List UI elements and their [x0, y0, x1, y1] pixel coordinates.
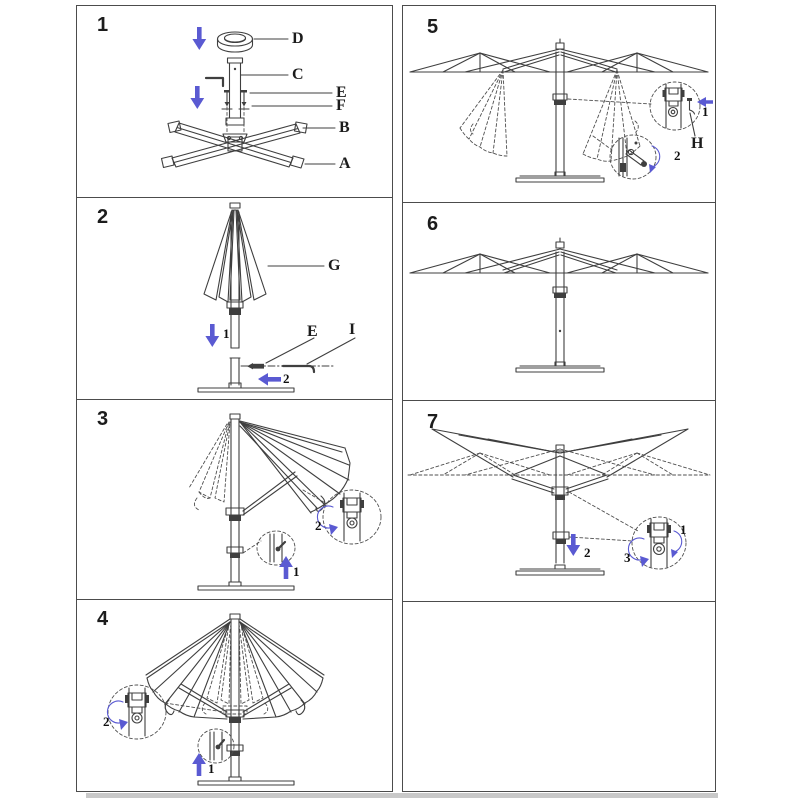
cross-base-part [160, 120, 308, 169]
rotate-arrow-icon [316, 505, 338, 535]
step-order-1: 1 [208, 761, 215, 776]
step-2-drawing [197, 202, 356, 393]
step-number: 5 [427, 16, 439, 38]
ghost-closed-canopy [188, 421, 231, 511]
step-7-panel: 7 [403, 401, 715, 602]
step-order-2: 2 [103, 714, 110, 729]
part-label-c: C [292, 66, 304, 83]
left-column: 1 [76, 5, 393, 792]
left-arrow-icon [697, 97, 713, 107]
step-number: 4 [97, 608, 109, 630]
rotate-arrow-icon [106, 700, 128, 730]
callout-circle-pin [649, 81, 701, 131]
step-6-panel: 6 [403, 203, 715, 401]
step-number: 2 [97, 206, 109, 228]
step-6-drawing [409, 237, 709, 373]
down-arrow-icon [205, 324, 220, 347]
ghost-flat-canopy [407, 448, 711, 476]
part-label-d: D [292, 30, 304, 47]
base-part [515, 564, 605, 576]
step-number: 7 [427, 411, 439, 433]
closed-canopy-part [203, 202, 267, 315]
step-order-2: 2 [584, 545, 591, 560]
step-order-1: 1 [223, 326, 230, 341]
step-5-drawing [409, 38, 713, 183]
base-part [197, 776, 295, 786]
open-canopy-tops [409, 248, 709, 274]
ring-weight-part [216, 31, 254, 53]
open-canopy-tops [409, 48, 709, 73]
part-label-e: E [336, 84, 347, 101]
ghost-folding-canopies [459, 69, 641, 162]
page-shadow [86, 793, 718, 798]
down-arrow-icon [192, 27, 207, 50]
step-number: 3 [97, 408, 109, 430]
step-order-2: 2 [283, 371, 290, 386]
callout-circle-latch [322, 489, 382, 545]
down-arrow-icon [190, 86, 205, 109]
part-label-f: F [336, 97, 346, 114]
ghost-closed-canopy [201, 623, 269, 715]
open-canopy-right [239, 420, 351, 514]
base-part [515, 361, 605, 373]
rotate-arrow-icon [671, 530, 683, 558]
base-part [515, 171, 605, 183]
step-1-panel: 1 [77, 6, 392, 198]
step-3-panel: 3 [77, 400, 392, 600]
allen-key-icon [204, 76, 225, 88]
callout-circle-latch [107, 684, 167, 740]
left-arrow-icon [258, 373, 281, 386]
step-7-drawing [407, 428, 711, 576]
part-label-h: H [691, 135, 704, 152]
bolt-parts [224, 90, 247, 107]
tilted-canopy-right [559, 428, 689, 494]
part-label-b: B [339, 119, 350, 136]
open-canopy-right [239, 618, 325, 720]
rotate-arrow-icon [627, 537, 649, 567]
part-label-e: E [307, 323, 318, 340]
down-arrow-icon [566, 534, 581, 556]
right-column: 5 [402, 5, 716, 792]
step-order-3: 3 [624, 550, 631, 565]
step-number: 6 [427, 213, 439, 235]
rotate-arrow-icon [649, 145, 661, 173]
empty-panel [403, 602, 715, 791]
up-arrow-icon [279, 556, 293, 579]
step-number: 1 [97, 14, 109, 36]
step-order-1: 1 [702, 104, 709, 119]
step-order-1: 1 [293, 564, 300, 579]
allen-key-icon [281, 364, 316, 374]
callout-circle-pin [256, 530, 296, 566]
step-4-drawing [106, 613, 325, 786]
step-2-panel: 2 [77, 198, 392, 400]
step-3-drawing [188, 413, 382, 591]
part-label-g: G [328, 257, 341, 274]
step-4-panel: 4 [77, 600, 392, 791]
callout-circle-latch [631, 516, 687, 570]
open-canopy-left [145, 618, 231, 720]
base-part [197, 581, 295, 591]
step-order-2: 2 [674, 148, 681, 163]
step-order-1: 1 [680, 522, 687, 537]
part-label-i: I [349, 321, 356, 338]
up-arrow-icon [192, 753, 206, 776]
base-part [197, 382, 295, 393]
callout-circle-crank [609, 134, 657, 180]
bolt-icon [247, 363, 264, 370]
tilted-canopy-left [431, 428, 561, 494]
step-5-panel: 5 [403, 6, 715, 203]
step-order-2: 2 [315, 518, 322, 533]
step-1-drawing [160, 27, 336, 169]
part-label-a: A [339, 155, 351, 172]
callout-circle-pin [197, 728, 235, 764]
